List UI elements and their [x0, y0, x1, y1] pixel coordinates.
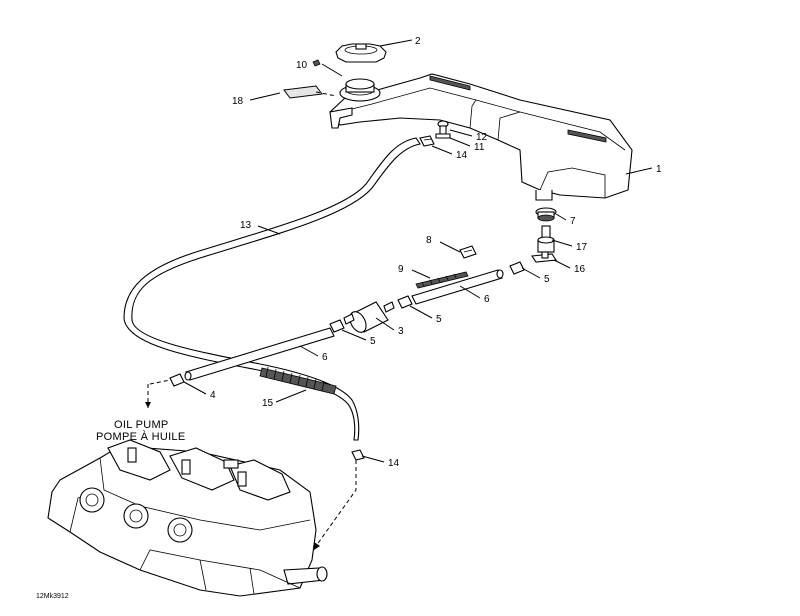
spring-9 [415, 271, 469, 289]
clamp-5-middle [397, 295, 413, 309]
callout-7: 7 [570, 216, 576, 227]
clamp-5-left [329, 319, 345, 333]
route-arrow-down [145, 402, 151, 408]
callout-13: 13 [240, 220, 252, 231]
callout-10: 10 [296, 60, 308, 71]
callout-16: 16 [574, 264, 586, 275]
callout-9: 9 [398, 264, 404, 275]
callout-12: 12 [476, 132, 488, 143]
callout-6-lower: 6 [322, 352, 328, 363]
callout-14-top: 14 [456, 150, 468, 161]
tank-cap [335, 43, 387, 63]
clip-8 [459, 245, 477, 259]
callout-3: 3 [398, 326, 404, 337]
oil-tank [283, 73, 633, 201]
caption-line-1: OIL PUMP [114, 419, 169, 431]
clamp-4 [169, 373, 185, 387]
hose-6-lower [184, 327, 335, 381]
callout-14-bottom: 14 [388, 458, 400, 469]
clamp-14-bottom [351, 449, 365, 461]
drawing-code: 12Mk3912 [36, 593, 69, 600]
hose-13 [123, 137, 421, 441]
dashed-route-to-pump [149, 379, 171, 385]
callout-5-right: 5 [544, 274, 550, 285]
gasket-10 [312, 59, 321, 67]
callout-11: 11 [474, 142, 485, 153]
t-fitting-16 [531, 251, 557, 263]
callout-5-middle: 5 [436, 314, 442, 325]
dashed-route-return [315, 460, 357, 547]
callout-5-left: 5 [370, 336, 376, 347]
filter-3 [343, 301, 395, 333]
check-valve-17 [537, 225, 555, 253]
route-arrow-return [314, 542, 320, 550]
callout-1: 1 [656, 164, 662, 175]
callout-4: 4 [210, 390, 216, 401]
engine-block [47, 439, 328, 597]
callout-15: 15 [262, 398, 274, 409]
caption-line-2: POMPE À HUILE [96, 430, 185, 443]
oil-pump-caption: OIL PUMP POMPE À HUILE [96, 419, 185, 443]
callout-8: 8 [426, 235, 432, 246]
grommet-7 [535, 207, 557, 222]
dashed-strainer-route [315, 91, 337, 97]
clamp-5-right [509, 261, 525, 275]
fitting-11-12 [435, 120, 451, 139]
callout-18: 18 [232, 96, 244, 107]
leader-lines [183, 39, 653, 463]
clamp-14-top [419, 135, 435, 147]
callout-17: 17 [576, 242, 588, 253]
hose-6-upper [411, 269, 504, 305]
spring-15 [259, 366, 337, 395]
callout-2: 2 [415, 36, 421, 47]
callout-numbers: 1 2 3 4 5 5 5 6 6 7 8 9 10 11 12 13 14 1… [210, 36, 662, 469]
callout-6-upper: 6 [484, 294, 490, 305]
